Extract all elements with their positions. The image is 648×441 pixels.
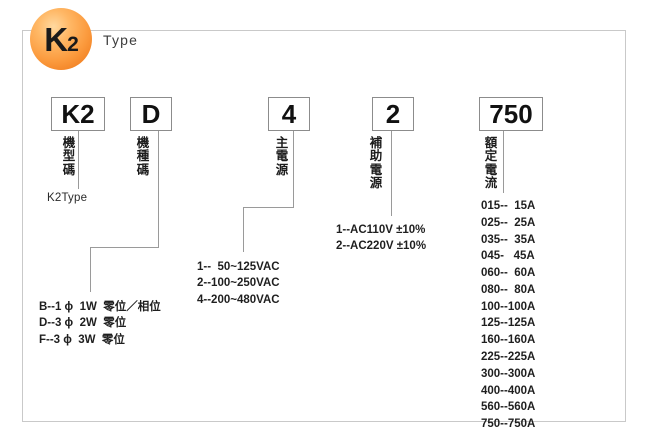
- rating-item: 300--300A: [481, 367, 536, 380]
- connector-model-kind-seg2: [90, 247, 159, 248]
- connector-model-type: [78, 131, 79, 189]
- code-box-model-type[interactable]: K2: [51, 97, 105, 131]
- connector-main-power-seg3: [243, 207, 244, 252]
- rating-item: 100--100A: [481, 300, 536, 313]
- connector-model-kind-seg1: [158, 131, 159, 247]
- logo-letter: K: [44, 20, 68, 58]
- caption-model-kind-code: 機 種 碼: [136, 136, 150, 177]
- rating-item: 035-- 35A: [481, 233, 536, 246]
- caption-auxiliary-power: 補 助 電 源: [369, 136, 383, 190]
- rating-item: 060-- 60A: [481, 267, 536, 280]
- diagram-frame: [22, 30, 626, 422]
- connector-rated-current: [503, 131, 504, 193]
- options-rated-current: 015-- 15A 025-- 25A 035-- 35A 045- 45A 0…: [481, 198, 535, 433]
- code-box-model-kind[interactable]: D: [130, 97, 172, 131]
- rating-item: 400--400A: [481, 384, 536, 397]
- connector-auxiliary-power: [391, 131, 392, 216]
- code-box-main-power[interactable]: 4: [268, 97, 310, 131]
- connector-main-power-seg2: [243, 207, 294, 208]
- options-auxiliary-power: 1--AC110V ±10% 2--AC220V ±10%: [336, 224, 427, 253]
- options-main-power: 1-- 50~125VAC 2--100~250VAC 4--200~480VA…: [197, 261, 280, 306]
- rating-item: 750--750A: [481, 418, 536, 431]
- code-box-auxiliary-power[interactable]: 2: [372, 97, 414, 131]
- rating-item: 025-- 25A: [481, 216, 536, 229]
- rating-item: 560--560A: [481, 401, 536, 414]
- rating-item: 225--225A: [481, 351, 536, 364]
- rating-item: 080-- 80A: [481, 283, 536, 296]
- type-label: Type: [103, 32, 139, 48]
- options-model-kind-code: B--1 ϕ 1W 零位／相位 D--3 ϕ 2W 零位 F--3 ϕ 3W 零…: [39, 301, 161, 346]
- note-k2type: K2Type: [47, 192, 88, 204]
- caption-rated-current: 額 定 電 流: [484, 136, 498, 190]
- rating-item: 015-- 15A: [481, 200, 536, 212]
- caption-main-power: 主 電 源: [275, 136, 289, 177]
- rating-item: 160--160A: [481, 334, 536, 347]
- rating-item: 125--125A: [481, 317, 536, 330]
- logo-digit: 2: [67, 32, 79, 56]
- rating-item: 045- 45A: [481, 250, 535, 263]
- connector-main-power-seg1: [293, 131, 294, 207]
- code-box-rated-current[interactable]: 750: [479, 97, 543, 131]
- caption-model-type-code: 機 型 碼: [62, 136, 76, 177]
- connector-model-kind-seg3: [90, 247, 91, 292]
